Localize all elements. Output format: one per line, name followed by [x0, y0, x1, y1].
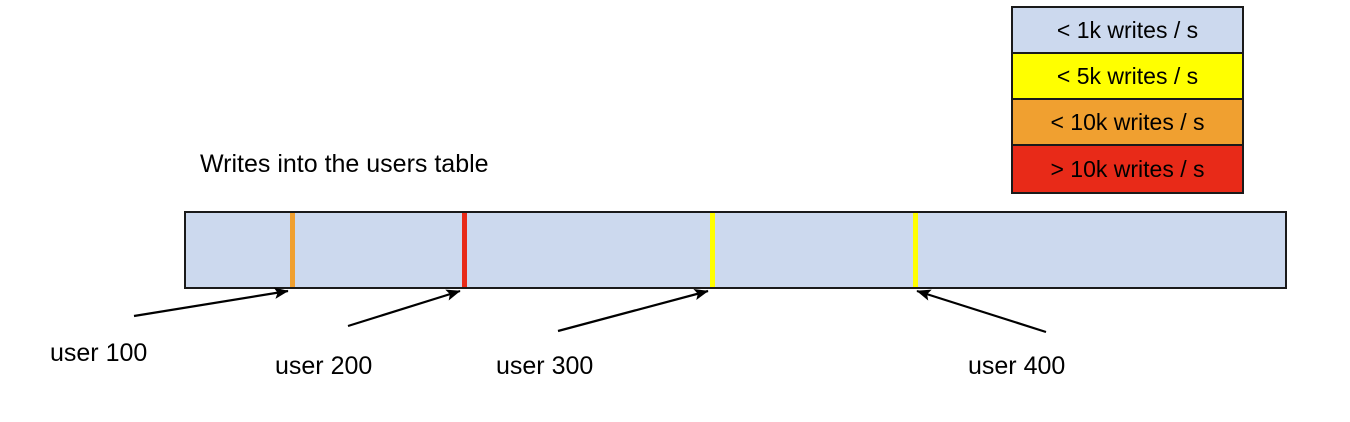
legend-item-gt-10k: > 10k writes / s [1013, 146, 1242, 192]
callout-arrow-user-400 [916, 289, 1047, 334]
legend-item-label: > 10k writes / s [1050, 155, 1205, 182]
bar-marker-user-200 [462, 213, 467, 287]
legend-item-label: < 5k writes / s [1056, 62, 1199, 89]
legend-item-lt-1k: < 1k writes / s [1013, 8, 1242, 54]
chart-title: Writes into the users table [200, 150, 489, 178]
bar-marker-user-100 [290, 213, 295, 287]
callout-arrow-user-100 [133, 287, 289, 318]
bar-marker-user-400 [913, 213, 918, 287]
writes-legend: < 1k writes / s < 5k writes / s < 10k wr… [1011, 6, 1244, 194]
legend-item-label: < 10k writes / s [1050, 108, 1205, 135]
legend-item-label: < 1k writes / s [1056, 16, 1199, 43]
bar-marker-user-300 [710, 213, 715, 287]
callout-label-user-200: user 200 [275, 352, 372, 380]
callout-arrow-user-300 [557, 288, 709, 333]
callout-label-user-100: user 100 [50, 339, 147, 367]
legend-item-lt-5k: < 5k writes / s [1013, 54, 1242, 100]
users-table-bar [184, 211, 1287, 289]
callout-label-user-400: user 400 [968, 352, 1065, 380]
callout-arrow-user-200 [347, 289, 461, 328]
legend-item-lt-10k: < 10k writes / s [1013, 100, 1242, 146]
callout-label-user-300: user 300 [496, 352, 593, 380]
